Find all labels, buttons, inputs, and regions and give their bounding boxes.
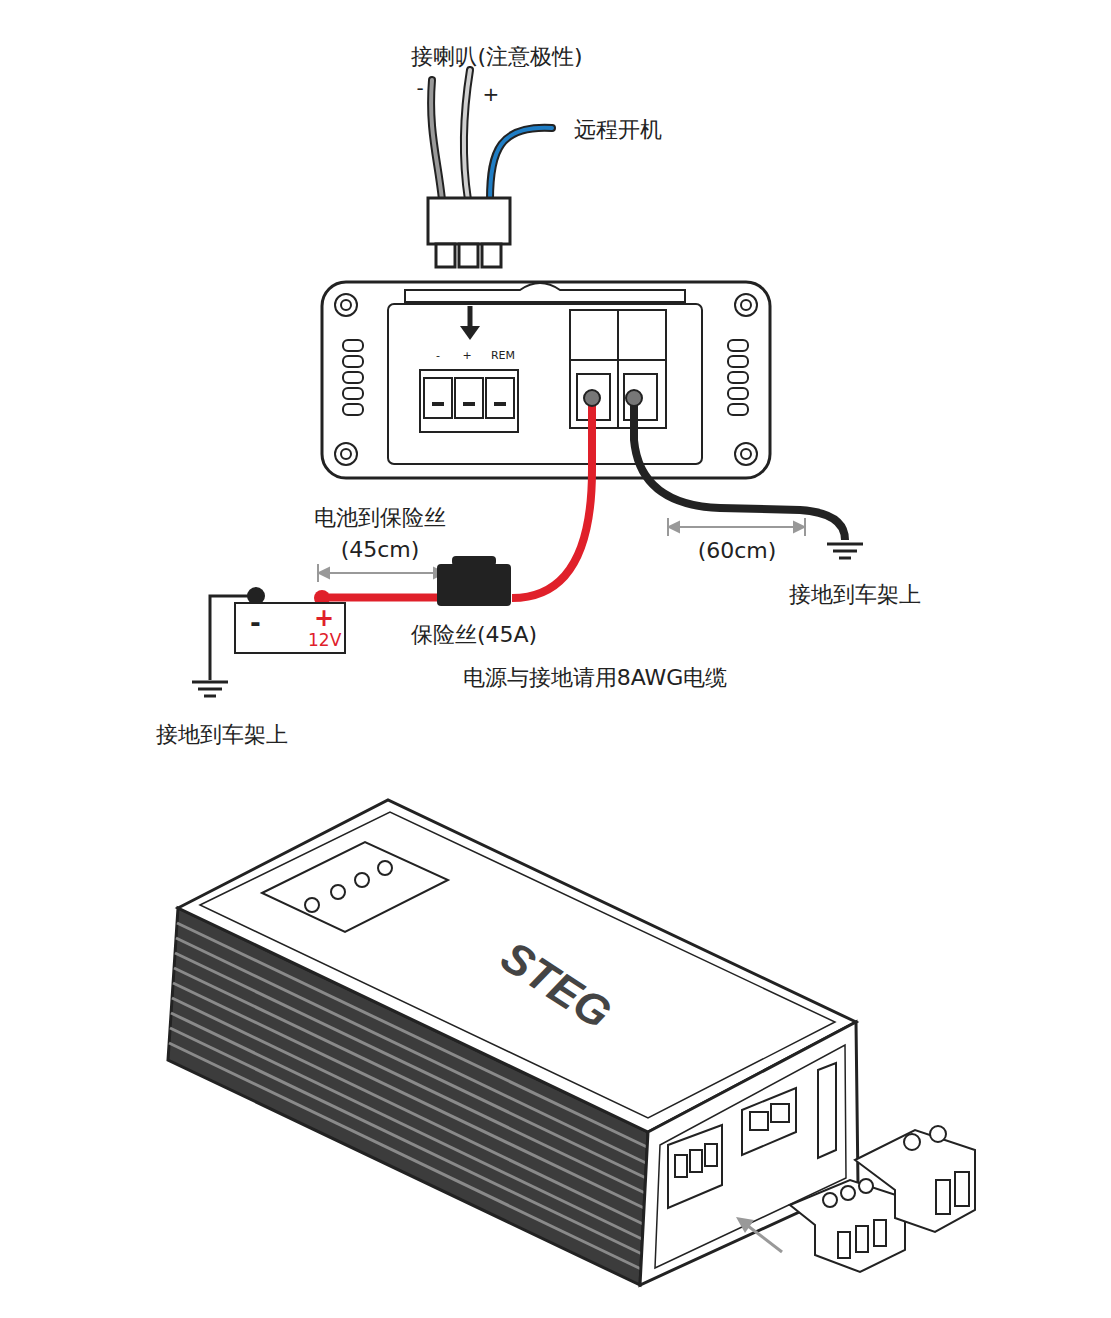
fuse-label: 保险丝(45A) [411,624,537,646]
pin-label: REM [491,350,515,362]
battery-box: - +12V [234,602,346,654]
dimension-note: 电池到保险丝 [314,506,446,530]
pin-label: + [462,350,471,362]
ground-note: 接地到车架上 [789,583,921,607]
polarity-plus: + [483,83,500,105]
battery-minus: - [250,610,261,636]
battery-voltage: 12V [308,632,341,649]
remote-label: 远程开机 [574,118,662,142]
dimension-value: (60cm) [698,539,777,563]
pin-label: - [436,350,440,362]
battery-plus: + [314,606,334,630]
polarity-minus: - [416,77,423,99]
cable-note: 电源与接地请用8AWG电缆 [463,666,728,690]
dimension-value: (45cm) [341,538,420,562]
ground-note: 接地到车架上 [156,723,288,747]
brand-logo: STEG [493,932,620,1038]
speaker-note: 接喇叭(注意极性) [411,45,582,69]
fuse-body: 保险丝(45A) [437,564,511,606]
